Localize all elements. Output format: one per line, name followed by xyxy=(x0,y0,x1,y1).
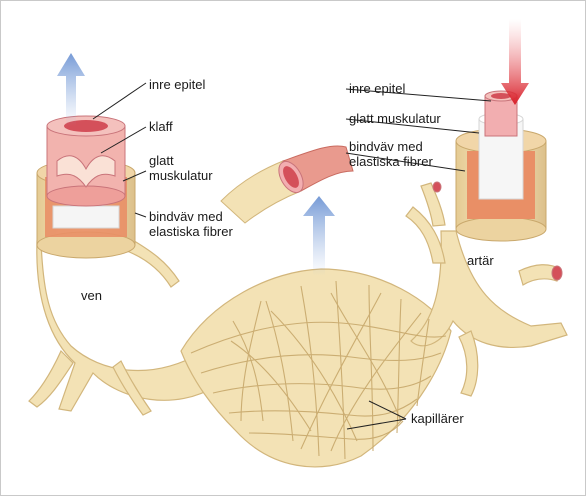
leader-line xyxy=(345,118,480,134)
vessel-body xyxy=(28,182,568,468)
vein-branch-lower-left xyxy=(28,349,74,408)
capillaries-label: kapillärer xyxy=(411,411,464,426)
capillary-network xyxy=(190,280,447,460)
vein-name-label: ven xyxy=(81,288,102,303)
artery-outer-layer-label: bindväv med elastiska fibrer xyxy=(349,139,433,169)
leader-line xyxy=(92,82,147,120)
artery-branch-opening xyxy=(432,181,442,193)
vein-inner-layer-label: inre epitel xyxy=(149,77,206,92)
flow-arrow-capillary-icon xyxy=(303,196,335,276)
vein-branch-bottom xyxy=(112,360,152,416)
flow-arrow-vein-icon xyxy=(57,53,85,126)
leader-line xyxy=(100,126,147,154)
vein-cross-section xyxy=(36,115,136,259)
artery-outer-layer-line: bindväv med xyxy=(349,139,423,154)
artery-outer-layer-line: elastiska fibrer xyxy=(349,154,433,169)
leader-line xyxy=(345,88,492,102)
vein-valve-label: klaff xyxy=(149,119,173,134)
artery-trunk xyxy=(410,230,568,349)
artery-branch-opening xyxy=(551,265,563,281)
artery-name-label: artär xyxy=(467,253,494,268)
vein-middle-layer-label: glatt muskulatur xyxy=(149,153,213,183)
vein-branch-right xyxy=(126,238,180,288)
artery-middle-layer-label: glatt muskulatur xyxy=(349,111,441,126)
leader-lines xyxy=(92,82,492,430)
artery-branch-upper-left xyxy=(405,206,446,264)
leader-line xyxy=(122,170,147,182)
leader-line xyxy=(368,400,407,420)
leader-line xyxy=(346,418,407,430)
flow-arrow-artery-icon xyxy=(501,19,529,105)
artery-branch-lower xyxy=(458,330,479,397)
leader-line xyxy=(345,152,466,172)
artery-cross-section xyxy=(455,90,547,242)
vein-outer-layer-line: elastiska fibrer xyxy=(149,224,233,239)
artery-inner-layer-label: inre epitel xyxy=(349,81,406,96)
vein-outer-layer-line: bindväv med xyxy=(149,209,223,224)
vein-middle-layer-line: muskulatur xyxy=(149,168,213,183)
artery-branch-right xyxy=(518,264,562,286)
capillary-bed-outline xyxy=(180,268,452,468)
leader-line xyxy=(134,212,147,218)
vein-outer-layer-label: bindväv med elastiska fibrer xyxy=(149,209,233,239)
vein-middle-layer-line: glatt xyxy=(149,153,174,168)
capillary-cutaway xyxy=(220,145,354,224)
